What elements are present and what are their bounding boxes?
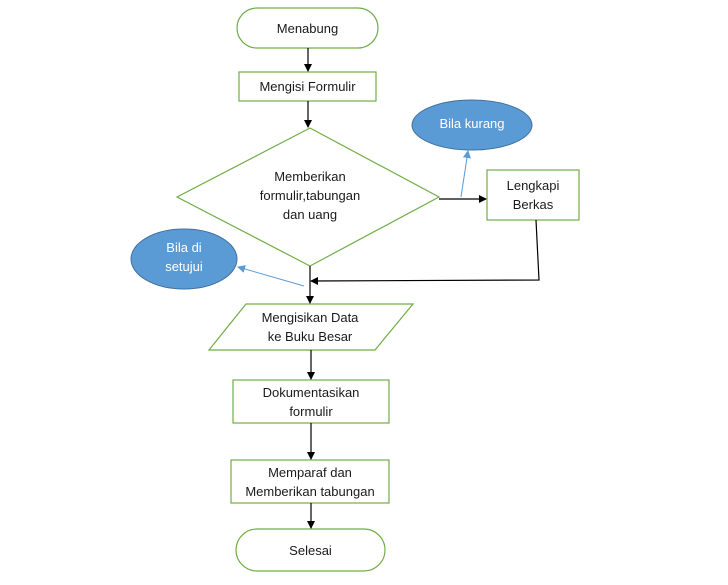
note-arrow-approved — [237, 265, 305, 287]
note-arrow-lacking — [460, 150, 471, 198]
initial-label: Memparaf dan Memberikan tabungan — [245, 464, 375, 499]
if-lacking-label: Bila kurang — [439, 115, 505, 131]
if-lacking-note — [411, 99, 533, 151]
end-terminator — [235, 528, 386, 572]
complete-docs-label: Lengkapi Berkas — [506, 178, 560, 212]
fill-form-label: Mengisi Formulir — [259, 79, 356, 94]
start-label: Menabung — [276, 20, 339, 36]
if-approved-note — [130, 228, 238, 290]
decision-label: Memberikan formulir,tabungan dan uang — [259, 168, 361, 222]
end-label: Selesai — [289, 542, 332, 558]
complete-docs-box — [486, 169, 580, 221]
ledger-parallelogram — [207, 303, 415, 351]
document-box — [232, 379, 390, 424]
if-approved-label: Bila di setujui — [165, 240, 203, 274]
ledger-label: Mengisikan Data ke Buku Besar — [261, 310, 359, 344]
arrow-docs-return — [310, 219, 540, 285]
initial-box — [230, 459, 390, 504]
fill-form-box — [238, 71, 377, 102]
document-label: Dokumentasikan formulir — [262, 384, 360, 419]
